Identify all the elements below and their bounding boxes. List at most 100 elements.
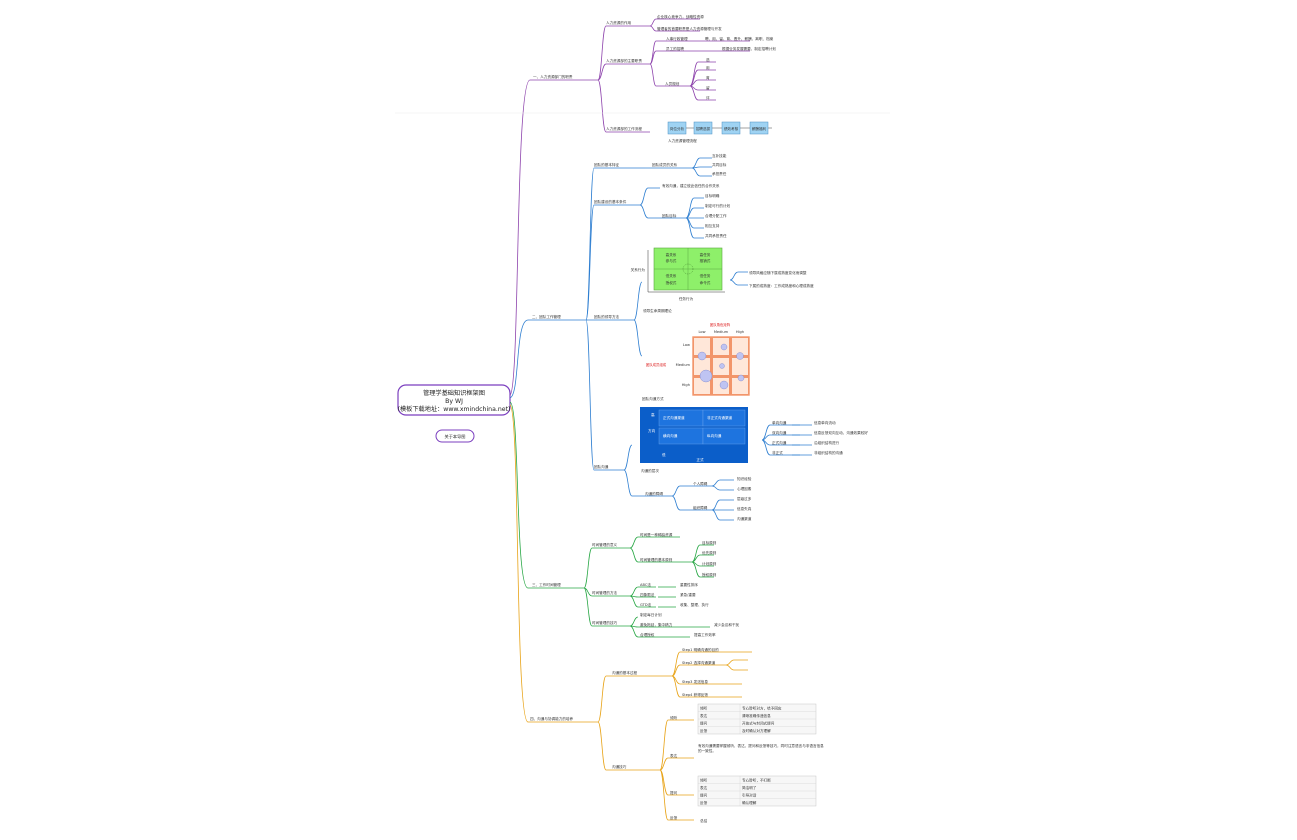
b3-n2[interactable]: 时间管理的方法 (592, 590, 618, 595)
comm-r1-detail: 信息单向流动 (814, 420, 836, 425)
b2-n5a-item[interactable]: 心理因素 (737, 486, 752, 491)
b2-n5b[interactable]: 组织障碍 (693, 505, 708, 510)
matrix-cell-label: 低任务 (700, 273, 711, 278)
b2-n2b-item[interactable]: 制定可行的计划 (705, 203, 731, 208)
matrix-caption: 领导生命周期理论 (643, 308, 672, 313)
b4-n2-item[interactable]: 表达 (670, 753, 678, 758)
b3-n1a[interactable]: 时间是一种稀缺资源 (640, 532, 673, 537)
b3-n1[interactable]: 时间管理的意义 (592, 542, 618, 547)
b4-label[interactable]: 四、沟通与协调能力的培养 (530, 716, 574, 721)
b3-n3b-detail: 减少会议和干扰 (714, 622, 740, 627)
b1-n1[interactable]: 人力资源的作用 (606, 20, 632, 25)
b1-n1a[interactable]: 企业核心竞争力，战略性资源 (657, 14, 704, 19)
matrix-note-2[interactable]: 下属的成熟度：工作成熟度和心理成熟度 (749, 283, 814, 288)
b2-n2a[interactable]: 有效沟通，建立彼此信任的合作关系 (662, 183, 720, 188)
team-role-grid: 团队角色矩阵 Low Medium High Low Medium High 团… (646, 322, 751, 397)
b1-n1b[interactable]: 管理者的首要职责是人力资源管理与开发 (657, 26, 722, 31)
b2-n4[interactable]: 团队沟通 (594, 464, 609, 469)
root-node[interactable]: 管理学基础知识框架图 By WJ (模板下载地址：www.xmindchina.… (397, 384, 511, 416)
b4-n1[interactable]: 沟通的基本过程 (612, 670, 638, 675)
b4-n2-item[interactable]: 提问 (670, 790, 678, 795)
b2-n1[interactable]: 团队的基本特征 (594, 162, 620, 167)
communication-box: 正式沟通渠道 非正式沟通渠道 横向沟通 纵向沟通 方向 高 低 正式 (640, 407, 748, 463)
table-cell: 反馈 (700, 800, 708, 805)
comm-r3[interactable]: 正式沟通 (772, 440, 787, 445)
comm-caption: 沟通的层次 (641, 468, 659, 473)
b3-n3c[interactable]: 合理授权 (640, 632, 655, 637)
b4-step[interactable]: Step3 发送信息 (682, 679, 708, 684)
b2-n5b-item[interactable]: 层级过多 (737, 496, 752, 501)
b2-n1a-item[interactable]: 共同目标 (712, 162, 727, 167)
matrix-note-1[interactable]: 领导风格应随下属成熟度变化而调整 (749, 270, 807, 275)
b2-n2b-item[interactable]: 相互支持 (705, 223, 720, 228)
b3-n2b[interactable]: 四象限法 (640, 592, 655, 597)
b2-n5b-item[interactable]: 信息失真 (737, 506, 752, 511)
comm-detail-lines (792, 424, 812, 456)
grid-col-label: Low (698, 330, 705, 334)
b2-n5b-item[interactable]: 沟通渠道 (737, 516, 752, 521)
b1-n2c-item[interactable]: 育 (706, 75, 710, 80)
b3-label[interactable]: 三、工作时间管理 (532, 582, 561, 587)
b2-n5a-item[interactable]: 知识经验 (737, 476, 752, 481)
skills-table-2: 倾听 专心聆听，不打断 表达 简洁明了 提问 引导对话 反馈 确认理解 (697, 775, 817, 807)
b2-n1a-item[interactable]: 互补技能 (712, 153, 727, 158)
root-url: (模板下载地址：www.xmindchina.net) (398, 405, 511, 413)
b2-n1a[interactable]: 团队成员的关系 (652, 162, 678, 167)
table-cell: 反馈 (700, 728, 708, 733)
b3-n2c[interactable]: GTD法 (640, 602, 652, 607)
b2-label[interactable]: 二、团队工作管理 (532, 314, 561, 319)
comm-r1[interactable]: 单向沟通 (772, 420, 787, 425)
b2-n2b-item[interactable]: 合理分配工作 (705, 213, 727, 218)
b3-n1b-item[interactable]: 目标原则 (702, 540, 717, 545)
matrix-cell-label: 命令式 (700, 280, 711, 285)
b4-step[interactable]: Step2 选择沟通渠道 (682, 660, 716, 665)
comm-r4-detail: 非组织结构的沟通 (814, 450, 843, 455)
b1-n3[interactable]: 人力资源部的工作流程 (606, 126, 642, 131)
b2-n2b-item[interactable]: 共同承担责任 (705, 233, 727, 238)
comm-axis-high: 高 (651, 412, 655, 417)
b1-n2[interactable]: 人力资源部的主要职责 (606, 58, 642, 63)
root-author: By WJ (445, 398, 463, 405)
b1-label[interactable]: 一、人力资源部门的职责 (533, 74, 573, 79)
flow-box: 岗位分析 (667, 121, 687, 135)
table-cell: 开放式与封闭式提问 (742, 721, 775, 726)
comm-r2[interactable]: 双向沟通 (772, 430, 787, 435)
b3-n1b[interactable]: 时间管理的基本原则 (640, 557, 673, 562)
b1-n2c[interactable]: 人员规划 (665, 81, 680, 86)
b3-n3[interactable]: 时间管理的技巧 (592, 620, 618, 625)
comm-r4[interactable]: 非正式 (772, 450, 783, 455)
comm-r3-detail: 沿组织结构进行 (814, 440, 840, 445)
b2-n5[interactable]: 沟通的障碍 (645, 491, 663, 496)
b4-step[interactable]: Step1 明确沟通的目的 (682, 647, 719, 652)
b2-n1a-item[interactable]: 承担责任 (712, 171, 727, 176)
b3-n2a[interactable]: ABC法 (640, 582, 651, 587)
b4-n2-item[interactable]: 反馈 (670, 815, 678, 820)
flow-box: 薪酬福利 (749, 121, 769, 135)
b2-n2b[interactable]: 团队目标 (662, 213, 677, 218)
b3-n1b-item[interactable]: 优先原则 (702, 550, 717, 555)
b2-n3[interactable]: 团队的领导方法 (594, 314, 620, 319)
b3-n1b-item[interactable]: 计划原则 (702, 561, 717, 566)
b3-n3b[interactable]: 避免拖延，集中精力 (640, 622, 673, 627)
b4-n2-item[interactable]: 倾听 (670, 715, 678, 720)
b1-n2c-item[interactable]: 评 (706, 95, 710, 100)
b3-n1b-item[interactable]: 授权原则 (702, 572, 717, 577)
flow-box: 招聘选拔 (693, 121, 713, 135)
comm-axis-x: 正式 (696, 457, 704, 462)
b4-n2[interactable]: 沟通技巧 (612, 764, 627, 769)
b1-n2b[interactable]: 员工的招聘 (666, 46, 684, 51)
b1-n2c-item[interactable]: 用 (706, 65, 710, 70)
b2-n5a[interactable]: 个人障碍 (693, 481, 708, 486)
b4-end[interactable]: 总结 (700, 818, 708, 823)
comm-cell-label: 非正式沟通渠道 (707, 415, 733, 420)
b1-n2c-item[interactable]: 选 (706, 57, 710, 62)
related-button[interactable]: 关于本导图 (435, 429, 475, 443)
b1-n2a[interactable]: 人事行政管理 (666, 36, 688, 41)
b1-n2c-item[interactable]: 留 (706, 85, 710, 90)
b2-n2b-item[interactable]: 目标明确 (705, 193, 720, 198)
b3-n3a[interactable]: 制定每日计划 (640, 612, 662, 617)
b4-step[interactable]: Step4 获得反馈 (682, 692, 708, 697)
b2-n2[interactable]: 团队建设的基本条件 (594, 199, 627, 204)
matrix-cell-label: 参与式 (666, 258, 677, 263)
